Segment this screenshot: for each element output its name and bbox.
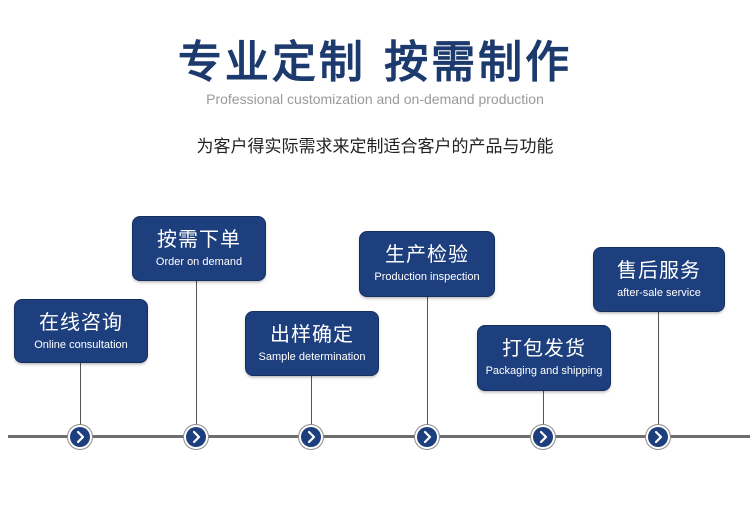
timeline-node-2 (186, 427, 206, 447)
step-title-cn: 在线咨询 (39, 310, 123, 334)
step-title-cn: 打包发货 (502, 336, 586, 360)
step-title-en: Order on demand (155, 256, 243, 268)
connector-6 (658, 311, 659, 428)
step-title-en: Sample determination (258, 351, 366, 363)
step-box-sample-determination: 出样确定 Sample determination (246, 312, 378, 375)
step-title-en: Production inspection (374, 271, 480, 283)
step-box-packaging-and-shipping: 打包发货 Packaging and shipping (478, 326, 610, 390)
step-title-cn: 按需下单 (157, 227, 241, 251)
step-box-production-inspection: 生产检验 Production inspection (360, 232, 494, 296)
chevron-right-icon (423, 430, 432, 444)
connector-3 (311, 375, 312, 428)
chevron-right-icon (307, 430, 316, 444)
timeline-node-3 (301, 427, 321, 447)
timeline-line (8, 435, 750, 438)
chevron-right-icon (654, 430, 663, 444)
page-title: 专业定制 按需制作 (177, 37, 573, 88)
step-title-en: after-sale service (617, 287, 701, 299)
timeline-node-1 (70, 427, 90, 447)
step-title-en: Online consultation (34, 339, 128, 351)
step-box-after-sale-service: 售后服务 after-sale service (594, 248, 724, 311)
connector-5 (543, 390, 544, 428)
chevron-right-icon (192, 430, 201, 444)
step-title-cn: 生产检验 (385, 242, 469, 266)
connector-4 (427, 296, 428, 428)
step-box-order-on-demand: 按需下单 Order on demand (133, 217, 265, 280)
chevron-right-icon (539, 430, 548, 444)
step-title-en: Packaging and shipping (485, 365, 603, 377)
connector-2 (196, 280, 197, 428)
chevron-right-icon (76, 430, 85, 444)
step-box-online-consultation: 在线咨询 Online consultation (15, 300, 147, 362)
page-subtitle: Professional customization and on-demand… (206, 91, 544, 107)
step-title-cn: 售后服务 (617, 258, 701, 282)
timeline-node-5 (533, 427, 553, 447)
timeline-node-6 (648, 427, 668, 447)
step-title-cn: 出样确定 (270, 322, 354, 346)
connector-1 (80, 362, 81, 428)
timeline-node-4 (417, 427, 437, 447)
page-description: 为客户得实际需求来定制适合客户的产品与功能 (196, 137, 554, 157)
